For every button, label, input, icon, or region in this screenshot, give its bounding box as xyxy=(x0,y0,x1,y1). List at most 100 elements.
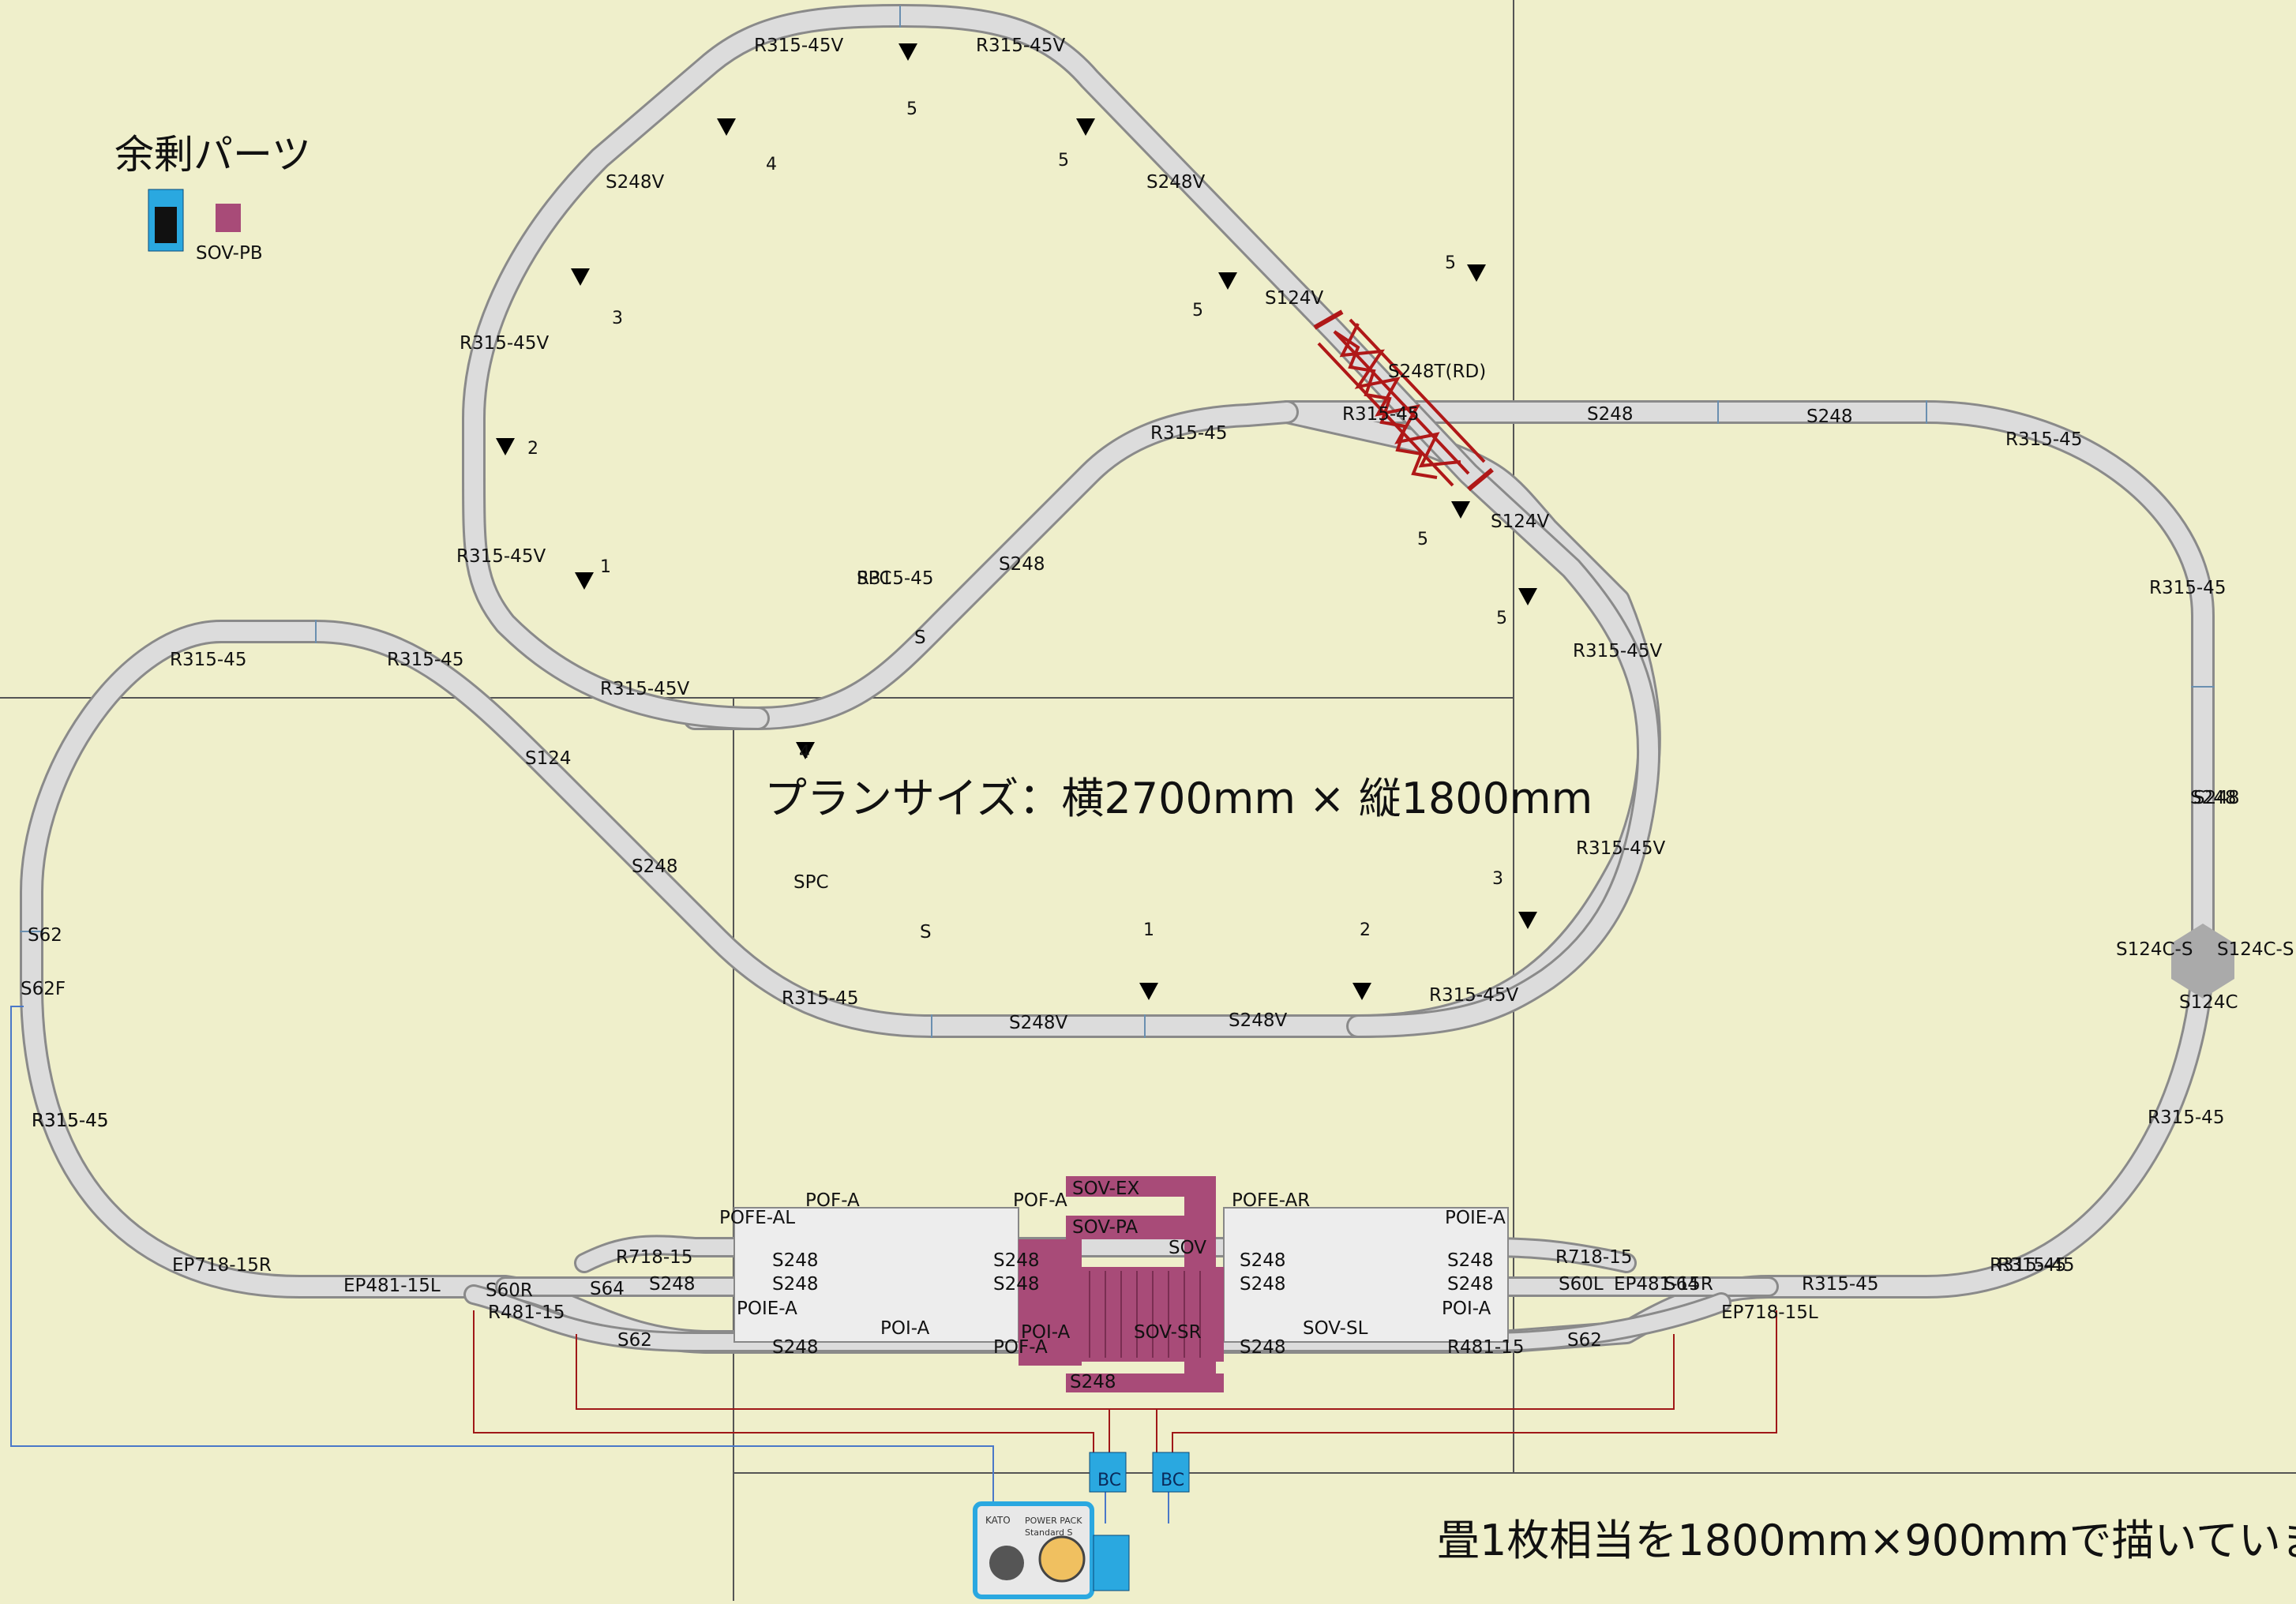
track-label: POF-A xyxy=(993,1337,1048,1358)
track-label: R481-15 xyxy=(1447,1337,1524,1358)
controller-model: Standard S xyxy=(1025,1527,1073,1538)
track-label: S xyxy=(914,628,926,648)
track-label: R315-45 xyxy=(32,1111,108,1131)
pier-arrow xyxy=(717,118,736,136)
track-label: S248 xyxy=(1447,1250,1494,1271)
track-label: R315-45 xyxy=(387,650,463,670)
track-label: S248 xyxy=(1240,1274,1286,1295)
track-label: S248 xyxy=(1240,1337,1286,1358)
pier-arrow xyxy=(1352,983,1371,1000)
track-label: S248 xyxy=(772,1337,819,1358)
track-label: R315-45 xyxy=(170,650,246,670)
track-label: S248 xyxy=(649,1274,696,1295)
track-label: POI-A xyxy=(1442,1299,1491,1319)
track-label: POIE-A xyxy=(1445,1208,1506,1228)
track-label: R315-45 xyxy=(2149,578,2226,598)
track-label: R315-45V xyxy=(460,333,549,354)
pier-arrow xyxy=(1518,588,1537,605)
track-label: SOV-PA xyxy=(1072,1217,1138,1238)
plan-size-caption: プランサイズ：横2700mm × 縦1800mm xyxy=(764,774,1593,823)
pier-arrow xyxy=(796,742,815,759)
pier-arrow xyxy=(496,438,515,455)
track-label: S248T(RD) xyxy=(1388,362,1486,382)
track-label: R315-45V xyxy=(976,36,1065,56)
track-label: S64 xyxy=(590,1279,625,1299)
track-label: POFE-AL xyxy=(719,1208,795,1228)
track-label: S248V xyxy=(1229,1010,1287,1031)
pier-arrow xyxy=(571,268,590,286)
track-label: S248 xyxy=(1070,1372,1116,1392)
track-label: POI-A xyxy=(1021,1322,1071,1343)
track-label: SOV-SL xyxy=(1303,1318,1368,1339)
pier-number: 4 xyxy=(799,743,810,763)
track-label: S62 xyxy=(28,925,62,946)
pier-arrow xyxy=(1076,118,1095,136)
track-label: S60R xyxy=(486,1280,533,1301)
track-label: R481-15 xyxy=(488,1302,565,1323)
track-label: POFE-AR xyxy=(1232,1190,1310,1211)
track-label: S62 xyxy=(617,1330,652,1351)
track-label: R315-45 xyxy=(1150,423,1227,444)
feeder-right xyxy=(1152,1452,1190,1493)
track-label: S248 xyxy=(993,1250,1040,1271)
track-label: S xyxy=(920,922,932,943)
pier-number: 3 xyxy=(612,309,623,328)
track-label: R718-15 xyxy=(616,1247,692,1268)
track-label: R315-45 xyxy=(1802,1274,1878,1295)
pier-arrow xyxy=(1451,501,1470,519)
controller-brand: KATO xyxy=(985,1515,1011,1526)
spare-parts-title: 余剰パーツ xyxy=(114,132,311,178)
pier-arrow xyxy=(1218,272,1237,290)
pier-number: 2 xyxy=(1360,920,1371,940)
pier-number: 5 xyxy=(1192,301,1203,320)
track-label: S248 xyxy=(1240,1250,1286,1271)
track-label: R315-45V xyxy=(600,679,689,699)
track-label: SOV-SR xyxy=(1134,1322,1202,1343)
elevated-track xyxy=(462,4,1661,1038)
track-label: R315-45 xyxy=(1998,1255,2074,1276)
feeder-label-1: BC xyxy=(1097,1471,1121,1490)
track-label: R315-45 xyxy=(782,988,858,1009)
track-label: EP718-15R xyxy=(172,1255,272,1276)
track-joints xyxy=(20,6,2215,1038)
pier-number: 5 xyxy=(1058,151,1069,171)
track-label: R315-45V xyxy=(754,36,843,56)
tatami-note: 畳1枚相当を1800mm×900mmで描いています。 xyxy=(1437,1516,2296,1565)
track-label: R315-45 xyxy=(32,1111,108,1131)
track-label: SPC xyxy=(857,568,892,589)
pier-arrow xyxy=(1518,912,1537,929)
track-label: S124V xyxy=(1265,288,1323,309)
track-label: POI-A xyxy=(880,1318,930,1339)
track-label: S248 xyxy=(1587,404,1634,425)
track-label: S124C xyxy=(2179,992,2238,1013)
power-pack xyxy=(973,1501,1130,1599)
track-label: EP718-15L xyxy=(1721,1302,1818,1323)
track-label: S248 xyxy=(1447,1274,1494,1295)
track-label: S64 xyxy=(1664,1274,1699,1295)
pier-arrow xyxy=(899,43,917,61)
pier-number: 5 xyxy=(1445,253,1456,273)
track-label: POIE-A xyxy=(737,1299,797,1319)
track-label: SOV xyxy=(1169,1238,1206,1258)
track-label: R718-15 xyxy=(1555,1247,1632,1268)
wiring xyxy=(10,1006,1777,1523)
track-label: S248 xyxy=(993,1274,1040,1295)
track-label: S124C-S xyxy=(2116,939,2193,960)
track-label: S60L xyxy=(1559,1274,1604,1295)
crossing-s124c xyxy=(2171,924,2234,999)
pier-number: 4 xyxy=(766,155,777,174)
track-label: SPC xyxy=(793,872,829,893)
track-label: POF-A xyxy=(1013,1190,1067,1211)
pier-number: 5 xyxy=(906,99,917,119)
spare-parts-icons xyxy=(148,189,241,252)
inner-track xyxy=(683,400,1299,730)
track-label: R315-45 xyxy=(857,568,933,589)
track-label: S124C-S xyxy=(2217,939,2294,960)
track-label: POF-A xyxy=(805,1190,860,1211)
track-label: R315-45V xyxy=(1573,641,1662,661)
pier-arrow xyxy=(575,572,594,590)
track-label: R315-45 xyxy=(2148,1107,2224,1128)
